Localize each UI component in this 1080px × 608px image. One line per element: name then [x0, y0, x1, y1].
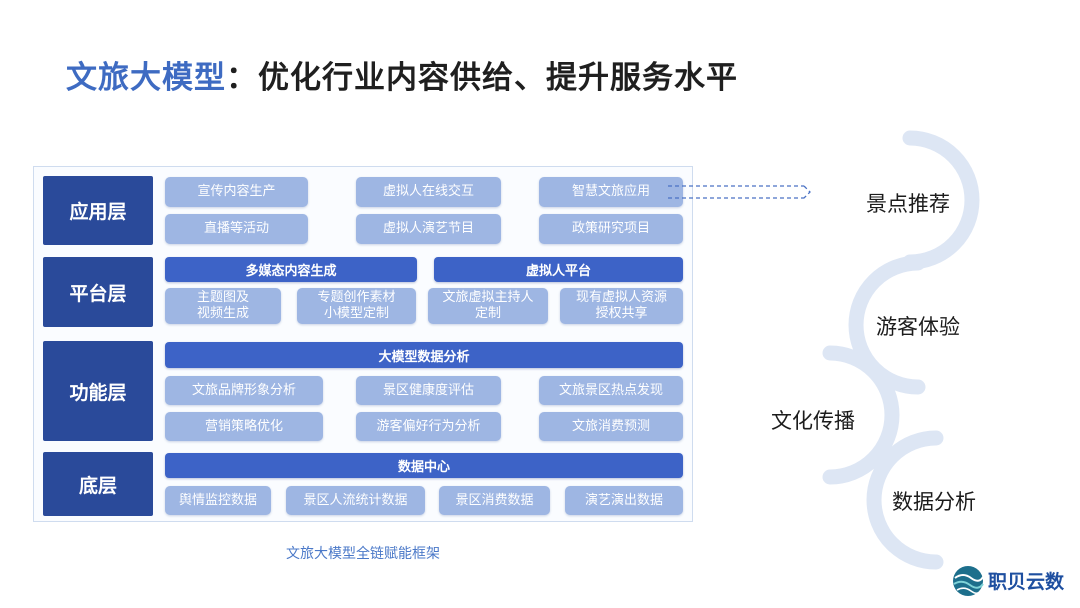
base-item: 景区消费数据 [439, 486, 550, 515]
app-item: 虚拟人在线交互 [356, 177, 501, 207]
arc-decoration [848, 255, 926, 395]
arc-decoration [822, 345, 900, 485]
dashed-arrow-icon [668, 185, 811, 199]
function-item: 游客偏好行为分析 [356, 412, 501, 441]
base-item: 舆情监控数据 [165, 486, 271, 515]
app-item: 宣传内容生产 [165, 177, 308, 207]
platform-item: 专题创作素材 小模型定制 [297, 288, 416, 324]
platform-bar: 多媒态内容生成 [165, 257, 417, 282]
outcome-label: 游客体验 [876, 315, 960, 339]
platform-item: 主题图及 视频生成 [165, 288, 281, 324]
page-title: 文旅大模型：优化行业内容供给、提升服务水平 [66, 52, 738, 97]
layer-label-base: 底层 [43, 452, 153, 516]
arc-decoration [866, 430, 944, 570]
layer-label-function: 功能层 [43, 341, 153, 441]
logo-text: 职贝云数 [988, 571, 1065, 593]
platform-item: 文旅虚拟主持人 定制 [428, 288, 548, 324]
function-item: 营销策略优化 [165, 412, 323, 441]
platform-item: 现有虚拟人资源 授权共享 [560, 288, 683, 324]
function-bar: 大模型数据分析 [165, 342, 683, 368]
layer-label-platform: 平台层 [43, 257, 153, 327]
app-item: 直播等活动 [165, 214, 308, 244]
outcome-label: 文化传播 [771, 409, 855, 433]
function-item: 文旅景区热点发现 [539, 376, 683, 405]
function-item: 文旅消费预测 [539, 412, 683, 441]
function-item: 景区健康度评估 [356, 376, 501, 405]
function-item: 文旅品牌形象分析 [165, 376, 323, 405]
arc-decoration [902, 130, 980, 270]
framework-caption: 文旅大模型全链赋能框架 [286, 546, 440, 562]
title-highlight: 文旅大模型 [66, 60, 226, 96]
platform-bar: 虚拟人平台 [434, 257, 683, 282]
base-bar: 数据中心 [165, 453, 683, 478]
outcome-label: 景点推荐 [866, 192, 950, 216]
outcome-label: 数据分析 [892, 490, 976, 514]
app-item: 虚拟人演艺节目 [356, 214, 501, 244]
app-item: 智慧文旅应用 [539, 177, 683, 207]
app-item: 政策研究项目 [539, 214, 683, 244]
base-item: 演艺演出数据 [565, 486, 683, 515]
base-item: 景区人流统计数据 [286, 486, 425, 515]
layer-label-app: 应用层 [43, 176, 153, 245]
title-rest: ：优化行业内容供给、提升服务水平 [226, 60, 738, 96]
logo-globe-icon [953, 566, 984, 596]
